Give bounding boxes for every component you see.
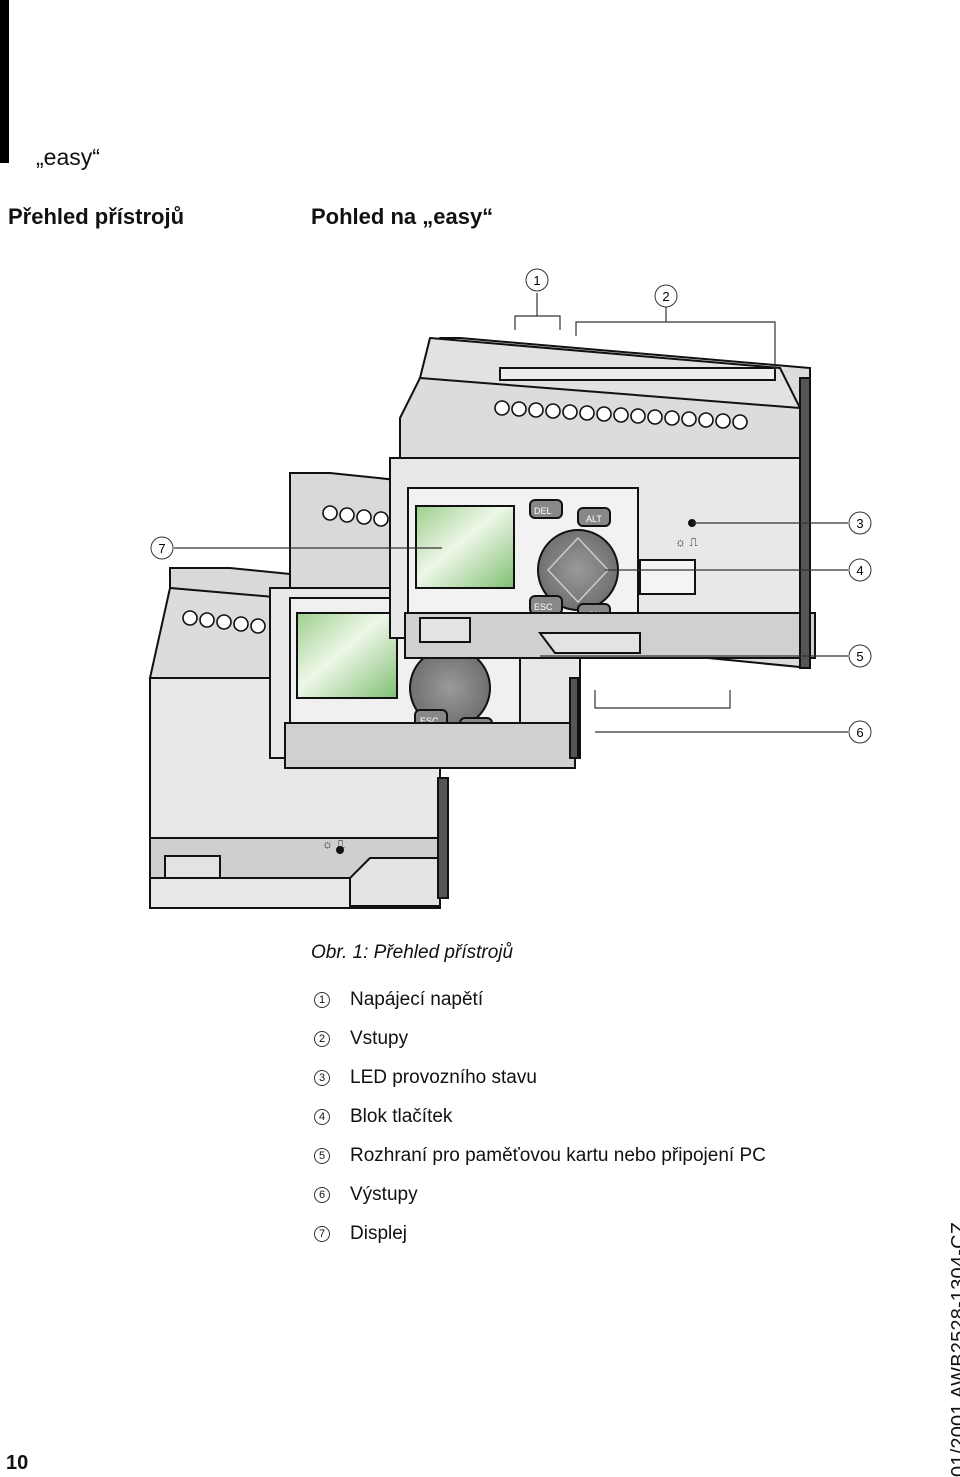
callout-4: 4	[848, 558, 872, 582]
svg-text:ALT: ALT	[586, 514, 602, 524]
svg-text:☼ ⎍: ☼ ⎍	[675, 535, 698, 549]
legend-text: Vstupy	[350, 1027, 409, 1049]
svg-text:2: 2	[662, 289, 669, 304]
svg-text:3: 3	[856, 516, 863, 531]
device-overview-figure: ☼ ⎍ ESC OK	[148, 268, 872, 909]
svg-text:4: 4	[856, 563, 863, 578]
svg-text:DEL: DEL	[534, 506, 552, 516]
callout-2: 2	[654, 284, 678, 308]
svg-text:☼ ⎍: ☼ ⎍	[322, 837, 345, 851]
device-front: DEL ALT ESC OK ☼ ⎍	[389, 336, 816, 670]
caption-prefix: Obr. 1:	[311, 942, 369, 963]
svg-text:1: 1	[533, 273, 540, 288]
document-id: 01/2001 AWB2528-1304-CZ	[948, 1221, 960, 1477]
figure-caption: Obr. 1: Přehled přístrojů	[311, 942, 513, 964]
callout-markers: 1 2 3 4 5 6 7	[150, 268, 872, 744]
legend-item: 6 Výstupy	[311, 1175, 766, 1214]
svg-text:ESC: ESC	[534, 602, 553, 612]
legend-item: 2 Vstupy	[311, 1019, 766, 1058]
svg-text:6: 6	[856, 725, 863, 740]
chapter-title: „easy“	[36, 144, 100, 170]
callout-lines	[174, 293, 848, 733]
legend-text: LED provozního stavu	[350, 1066, 537, 1088]
legend-text: Blok tlačítek	[350, 1105, 453, 1127]
caption-title: Přehled přístrojů	[373, 942, 514, 963]
legend-number: 5	[314, 1147, 330, 1164]
legend-item: 3 LED provozního stavu	[311, 1058, 766, 1097]
callout-1: 1	[525, 268, 549, 292]
legend-text: Rozhraní pro paměťovou kartu nebo připoj…	[350, 1144, 766, 1166]
callout-5: 5	[848, 644, 872, 668]
subsection-title: Pohled na „easy“	[311, 204, 494, 229]
legend-item: 5 Rozhraní pro paměťovou kartu nebo připo…	[311, 1136, 766, 1175]
legend-number: 4	[314, 1108, 330, 1125]
legend-number: 2	[314, 1030, 330, 1047]
section-title: Přehled přístrojů	[8, 204, 185, 229]
legend-text: Výstupy	[350, 1183, 418, 1205]
legend-number: 7	[314, 1225, 330, 1242]
svg-text:7: 7	[158, 541, 165, 556]
legend-text: Napájecí napětí	[350, 988, 484, 1010]
legend-text: Displej	[350, 1222, 408, 1244]
callout-6: 6	[848, 720, 872, 744]
legend-number: 6	[314, 1186, 330, 1203]
margin-rule	[0, 0, 9, 163]
legend-item: 7 Displej	[311, 1214, 766, 1253]
legend-number: 3	[314, 1069, 330, 1086]
svg-text:ESC: ESC	[420, 716, 439, 726]
callout-7: 7	[150, 536, 174, 560]
svg-text:5: 5	[856, 649, 863, 664]
callout-3: 3	[848, 511, 872, 535]
figure-legend: 1 Napájecí napětí 2 Vstupy 3 LED provozního…	[311, 980, 766, 1253]
legend-number: 1	[314, 991, 330, 1008]
page-number: 10	[6, 1452, 29, 1474]
legend-item: 1 Napájecí napětí	[311, 980, 766, 1019]
legend-item: 4 Blok tlačítek	[311, 1097, 766, 1136]
